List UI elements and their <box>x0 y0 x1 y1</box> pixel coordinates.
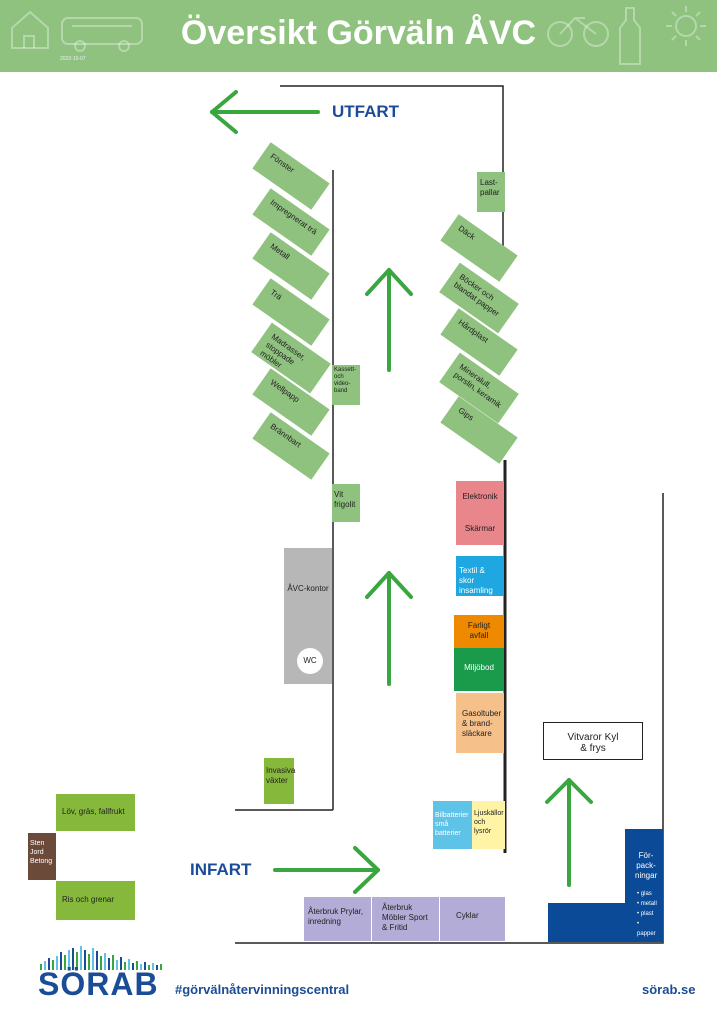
logo-bar <box>84 950 86 970</box>
date-stamp: 2022-10-07 <box>60 56 86 62</box>
hashtag: #görvälnåtervinningscentral <box>175 982 350 997</box>
logo-bar <box>68 950 70 970</box>
logo-bar <box>132 963 134 970</box>
station-lastpallar[interactable]: Last-pallar <box>477 172 505 212</box>
forpackningar-item: • metall <box>637 901 657 907</box>
house-icon <box>11 10 49 49</box>
up-arrow-middle <box>365 571 413 686</box>
station-invasiva-vaxter[interactable]: Invasiva växter <box>264 758 295 804</box>
station-kassett-videoband[interactable]: Kassett- och video-band <box>332 365 360 405</box>
logo-bar <box>112 955 114 970</box>
entry-arrow <box>273 846 380 894</box>
logo-bar <box>52 960 54 970</box>
website-link[interactable]: sörab.se <box>642 982 696 997</box>
station-vit-frigolit[interactable]: Vit frigolit <box>332 484 360 522</box>
logo-bar <box>72 948 74 970</box>
logo-bar <box>124 962 126 970</box>
station-elektronik[interactable]: Elektronik <box>456 481 504 513</box>
logo-bar <box>44 961 46 970</box>
station-aterbruk-mobler[interactable]: Återbruk Möbler Sport & Fritid <box>372 897 439 941</box>
logo-bar <box>80 946 82 970</box>
header-decoration <box>11 6 706 65</box>
bottle-icon <box>619 7 641 65</box>
logo-bar <box>108 958 110 970</box>
wc-badge: WC <box>297 648 323 674</box>
up-arrow-right <box>545 778 593 887</box>
station-aterbruk-prylar[interactable]: Återbruk Prylar, inredning <box>304 897 371 941</box>
header-banner <box>0 0 717 72</box>
station-cyklar[interactable]: Cyklar <box>440 897 505 941</box>
logo-bar <box>144 962 146 970</box>
up-arrow-top <box>365 268 413 372</box>
station-textil-skor[interactable]: Textil & skor insamling <box>456 556 504 596</box>
logo-bar <box>128 959 130 970</box>
logo-bar <box>116 960 118 970</box>
exit-arrow <box>210 90 320 134</box>
station-ris-grenar[interactable]: Ris och grenar <box>56 881 135 920</box>
page-title: Översikt Görväln ÅVC <box>180 14 537 52</box>
logo-bar <box>100 956 102 970</box>
station-farligt-avfall[interactable]: Farligt avfall <box>454 615 504 648</box>
logo-bar <box>148 965 150 970</box>
logo-bar <box>104 953 106 970</box>
sun-icon <box>666 6 706 46</box>
logo-bar <box>60 952 62 970</box>
forpackningar-item: • plast <box>637 911 654 917</box>
outer-boundary-line <box>235 493 664 944</box>
logo-bar <box>160 964 162 970</box>
station-ljuskallor[interactable]: Ljuskällor och lysrör <box>472 801 505 849</box>
logo-bar <box>88 954 90 970</box>
logo-bar <box>136 961 138 970</box>
logo-bar <box>140 964 142 970</box>
entry-label: INFART <box>190 860 252 879</box>
forpackningar-base <box>548 903 626 942</box>
forpackningar-item: • glas <box>637 891 652 897</box>
sorab-logo: SÖRAB <box>38 966 159 1002</box>
station-lov-gras[interactable]: Löv, gräs, fallfrukt <box>56 794 135 831</box>
logo-bar <box>76 952 78 970</box>
logo-bar <box>96 951 98 970</box>
station-forpackningar[interactable]: För-pack-ningar • glas • metall • plast … <box>625 829 663 942</box>
forpackningar-title: För-pack-ningar <box>635 851 658 880</box>
forpackningar-item: • papper <box>637 921 656 937</box>
bicycle-icon <box>547 16 609 47</box>
logo-bar <box>56 956 58 970</box>
station-sten-jord-betong[interactable]: Sten Jord Betong <box>28 833 56 880</box>
logo-bar <box>152 963 154 970</box>
logo-bar <box>92 948 94 970</box>
station-vitvaror[interactable]: Vitvaror Kyl & frys <box>543 722 643 760</box>
station-skarmar[interactable]: Skärmar <box>456 513 504 545</box>
logo-bar <box>48 958 50 970</box>
station-batterier[interactable]: Bilbatterier små batterier <box>433 801 472 849</box>
station-gasoltuber[interactable]: Gasoltuber & brand-släckare <box>456 693 504 753</box>
logo-bar <box>64 955 66 970</box>
bus-icon <box>61 17 143 52</box>
sorab-logo-bars <box>40 946 162 970</box>
exit-label: UTFART <box>332 102 400 121</box>
station-miljobod[interactable]: Miljöbod <box>454 648 504 691</box>
forpackningar-list: • glas • metall • plast • papper <box>633 889 659 939</box>
logo-bar <box>156 965 158 970</box>
logo-bar <box>120 957 122 970</box>
logo-bar <box>40 964 42 970</box>
